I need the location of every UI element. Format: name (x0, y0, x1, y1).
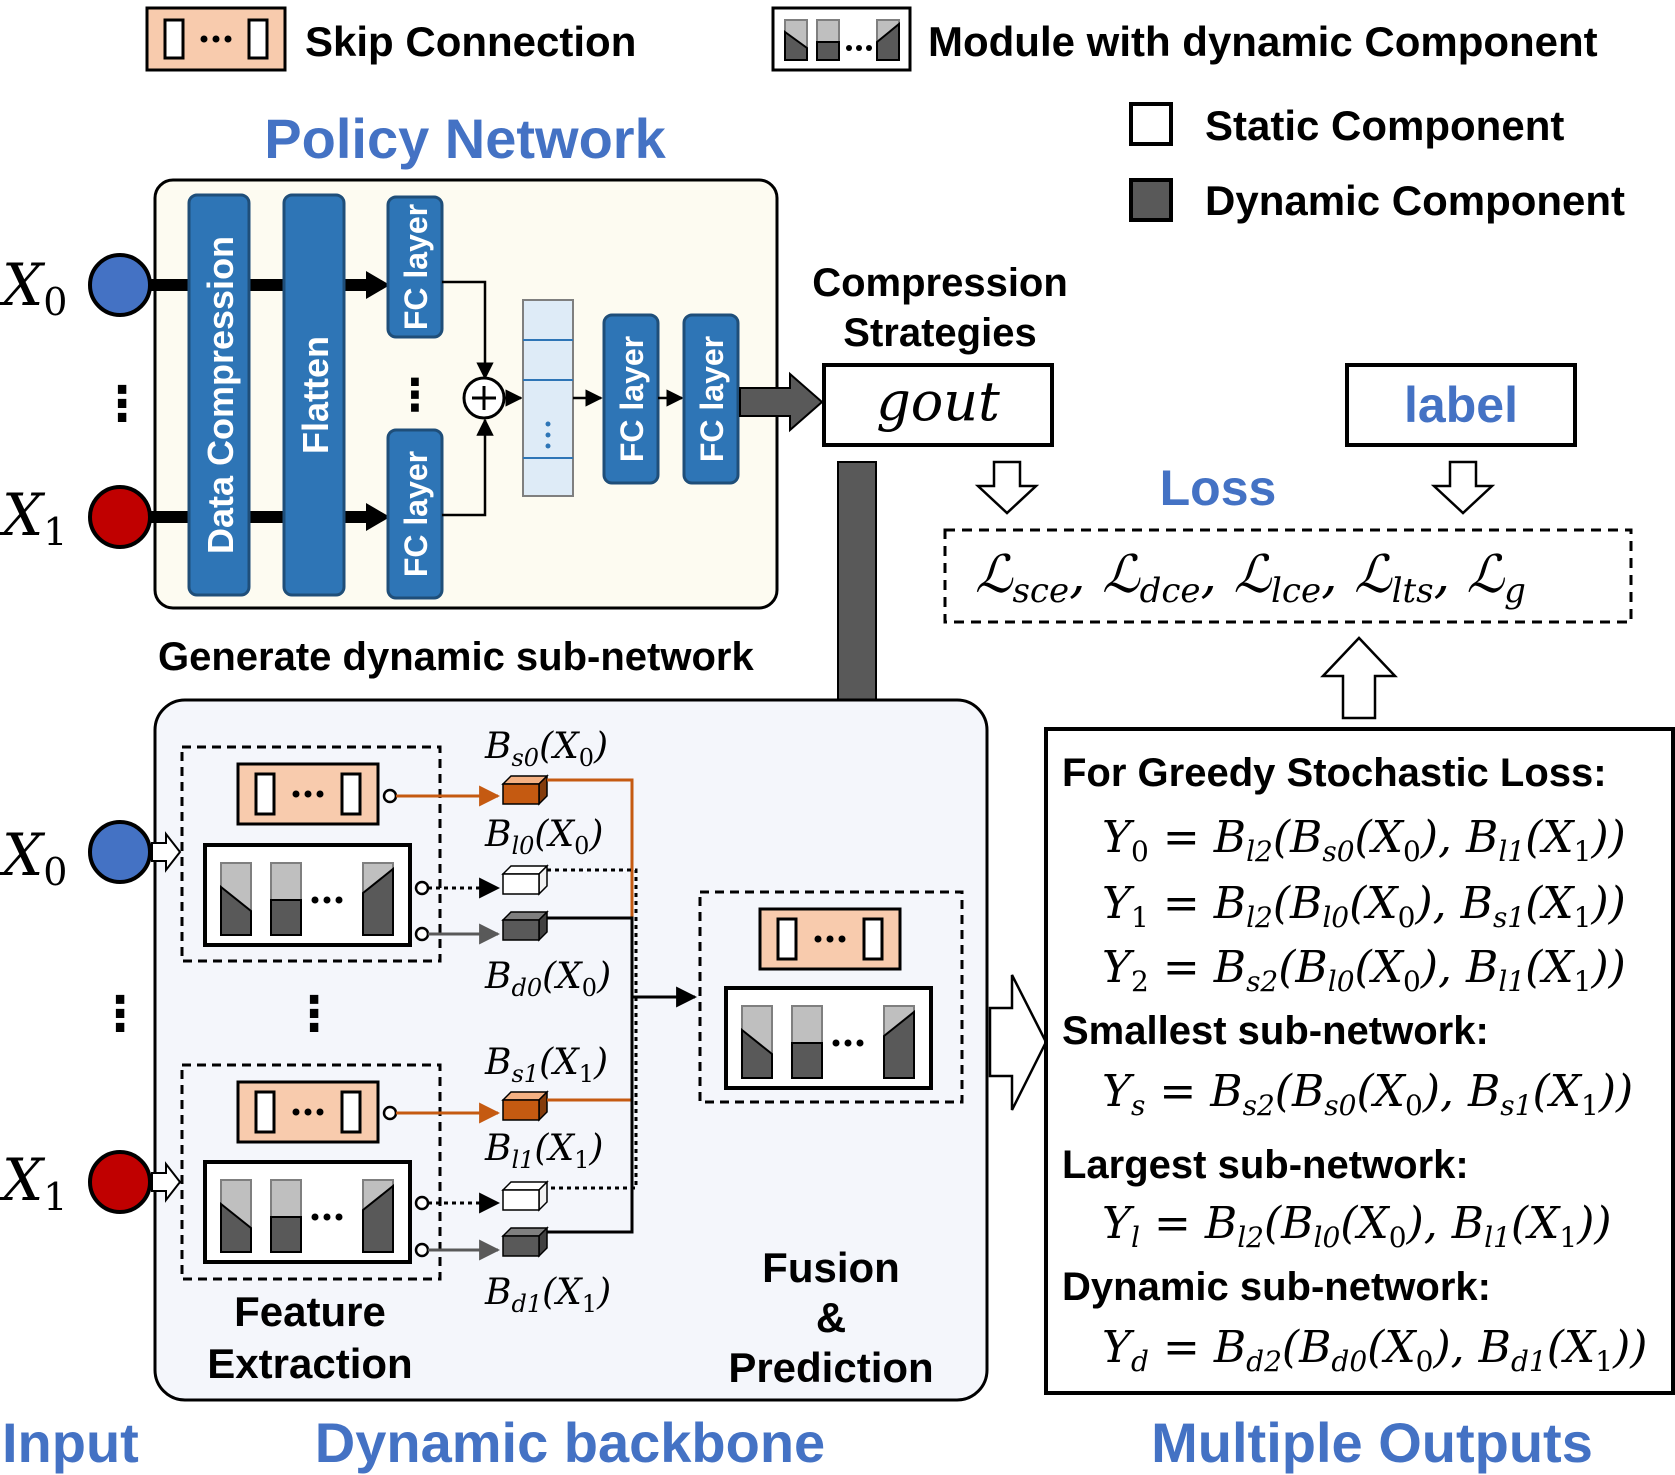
flatten-label: Flatten (295, 336, 336, 454)
policy-input-x0-node (88, 253, 152, 317)
backbone-input-x0: X0 (0, 821, 67, 894)
feature-skip-x0 (236, 762, 380, 826)
fusion-skip (758, 907, 902, 971)
policy-input-x1-node (88, 485, 152, 549)
bottom-label-multiple-outputs: Multiple Outputs (1151, 1411, 1593, 1474)
smallest-title: Smallest sub-network: (1062, 1009, 1489, 1053)
policy-to-gout-arrow (739, 371, 824, 433)
eq-y1: Y1 = Bl2(Bl0(X0), Bs1(X1)) (1102, 878, 1626, 934)
outputs-to-loss-arrow (1320, 636, 1398, 720)
loss-terms: ℒsce, ℒdce, ℒlce, ℒlts, ℒg (975, 545, 1526, 611)
bottom-label-dynamic-backbone: Dynamic backbone (315, 1411, 825, 1474)
policy-input-x0: X0 (0, 251, 67, 324)
block-bd1 (502, 1227, 548, 1257)
legend-static-swatch (1129, 102, 1173, 146)
block-bd0 (502, 911, 548, 941)
data-compression-label: Data Compression (200, 236, 241, 554)
legend-module-icon (771, 6, 912, 72)
legend-dynamic-swatch (1129, 178, 1173, 222)
policy-input-x1: X1 (0, 481, 67, 554)
fc-layer-3-label: FC layer (614, 336, 650, 462)
generate-subnetwork-label: Generate dynamic sub-network (158, 635, 754, 679)
gout-label: gout (876, 370, 1000, 433)
compression-label-line1: Compression (812, 261, 1068, 305)
eq-y0: Y0 = Bl2(Bs0(X0), Bl1(X1)) (1102, 812, 1626, 868)
bottom-label-input: Input (2, 1411, 139, 1474)
outputs-box (1044, 727, 1675, 1395)
data-compression-layer (187, 193, 251, 597)
feature-skip-x1 (236, 1080, 380, 1144)
backbone-input-x0-node (88, 820, 152, 884)
fusion-dynamic-module (724, 986, 933, 1090)
feature-module-x1 (203, 1160, 412, 1264)
feature-extractor-x0 (180, 745, 442, 963)
eq-ys: Ys = Bs2(Bs0(X0), Bs1(X1)) (1102, 1066, 1633, 1122)
bs1-label: Bs1(X1) (484, 1042, 608, 1088)
fc-top-to-sum (442, 280, 494, 380)
block-bs0 (502, 775, 548, 805)
fc-bottom-to-sum (442, 418, 494, 517)
legend-module-label: Module with dynamic Component (928, 18, 1598, 65)
eq-y2: Y2 = Bs2(Bl0(X0), Bl1(X1)) (1102, 942, 1626, 998)
block-bs1 (502, 1091, 548, 1121)
backbone-x0-arrow (151, 831, 182, 873)
legend-skip-icon (145, 6, 287, 72)
feature-extractor-x1 (180, 1063, 442, 1281)
policy-thick-arrow-top (366, 271, 390, 299)
gout-box (822, 363, 1054, 447)
compression-label-line2: Strategies (843, 311, 1036, 355)
policy-input-dots: ⋮ (98, 378, 146, 431)
fc-layer-top (386, 195, 444, 339)
label-to-loss-arrow (1430, 460, 1496, 515)
feature-extraction-line2: Extraction (207, 1340, 412, 1387)
backbone-x1-arrow (151, 1161, 182, 1203)
policy-thick-arrow-bottom (366, 503, 390, 531)
loss-title: Loss (1160, 460, 1277, 516)
bd0-label: Bd0(X0) (484, 956, 611, 1002)
fusion-line3: Prediction (728, 1344, 933, 1391)
legend-dynamic-label: Dynamic Component (1205, 177, 1625, 224)
dynamic-title: Dynamic sub-network: (1062, 1265, 1491, 1309)
gout-to-loss-arrow (974, 460, 1040, 515)
greedy-title: For Greedy Stochastic Loss: (1062, 751, 1607, 795)
bl0-label: Bl0(X0) (484, 814, 603, 860)
loss-box (943, 528, 1633, 624)
flatten-layer (282, 193, 346, 597)
feature-vector (522, 299, 574, 497)
label-text: label (1404, 377, 1518, 433)
fc-layer-dots: ⋮ (393, 371, 437, 420)
block-bl1 (502, 1181, 548, 1211)
fusion-module (698, 890, 964, 1104)
outputs-equations: Y0 = Bl2(Bs0(X0), Bl1(X1)) Y1 = Bl2(Bl0(… (1102, 812, 1626, 998)
fc-layer-4 (682, 313, 740, 485)
label-box (1345, 363, 1577, 447)
fusion-line1: Fusion (762, 1244, 900, 1291)
fc-layer-bottom-label: FC layer (398, 451, 434, 577)
backbone-input-dots: ⋮ (96, 988, 144, 1041)
fc-layer-top-label: FC layer (398, 204, 434, 330)
feature-module-x0 (203, 843, 412, 947)
legend-skip-label: Skip Connection (305, 18, 636, 65)
eq-yd: Yd = Bd2(Bd0(X0), Bd1(X1)) (1102, 1322, 1647, 1378)
backbone-input-x1: X1 (0, 1146, 67, 1219)
bl1-label: Bl1(X1) (484, 1128, 603, 1174)
feature-dots: ⋮ (290, 988, 338, 1041)
policy-network-title: Policy Network (264, 107, 666, 170)
block-bl0 (502, 865, 548, 895)
legend: Skip Connection Module with dynamic Comp… (145, 6, 1625, 224)
backbone-to-outputs-arrow (988, 974, 1048, 1111)
feature-extraction-line1: Feature (234, 1288, 386, 1335)
largest-title: Largest sub-network: (1062, 1143, 1469, 1187)
backbone-input-x1-node (88, 1150, 152, 1214)
fc-layer-4-label: FC layer (694, 336, 730, 462)
legend-static-label: Static Component (1205, 102, 1564, 149)
eq-yl: Yl = Bl2(Bl0(X0), Bl1(X1)) (1102, 1198, 1612, 1254)
fusion-line2: & (816, 1294, 846, 1341)
